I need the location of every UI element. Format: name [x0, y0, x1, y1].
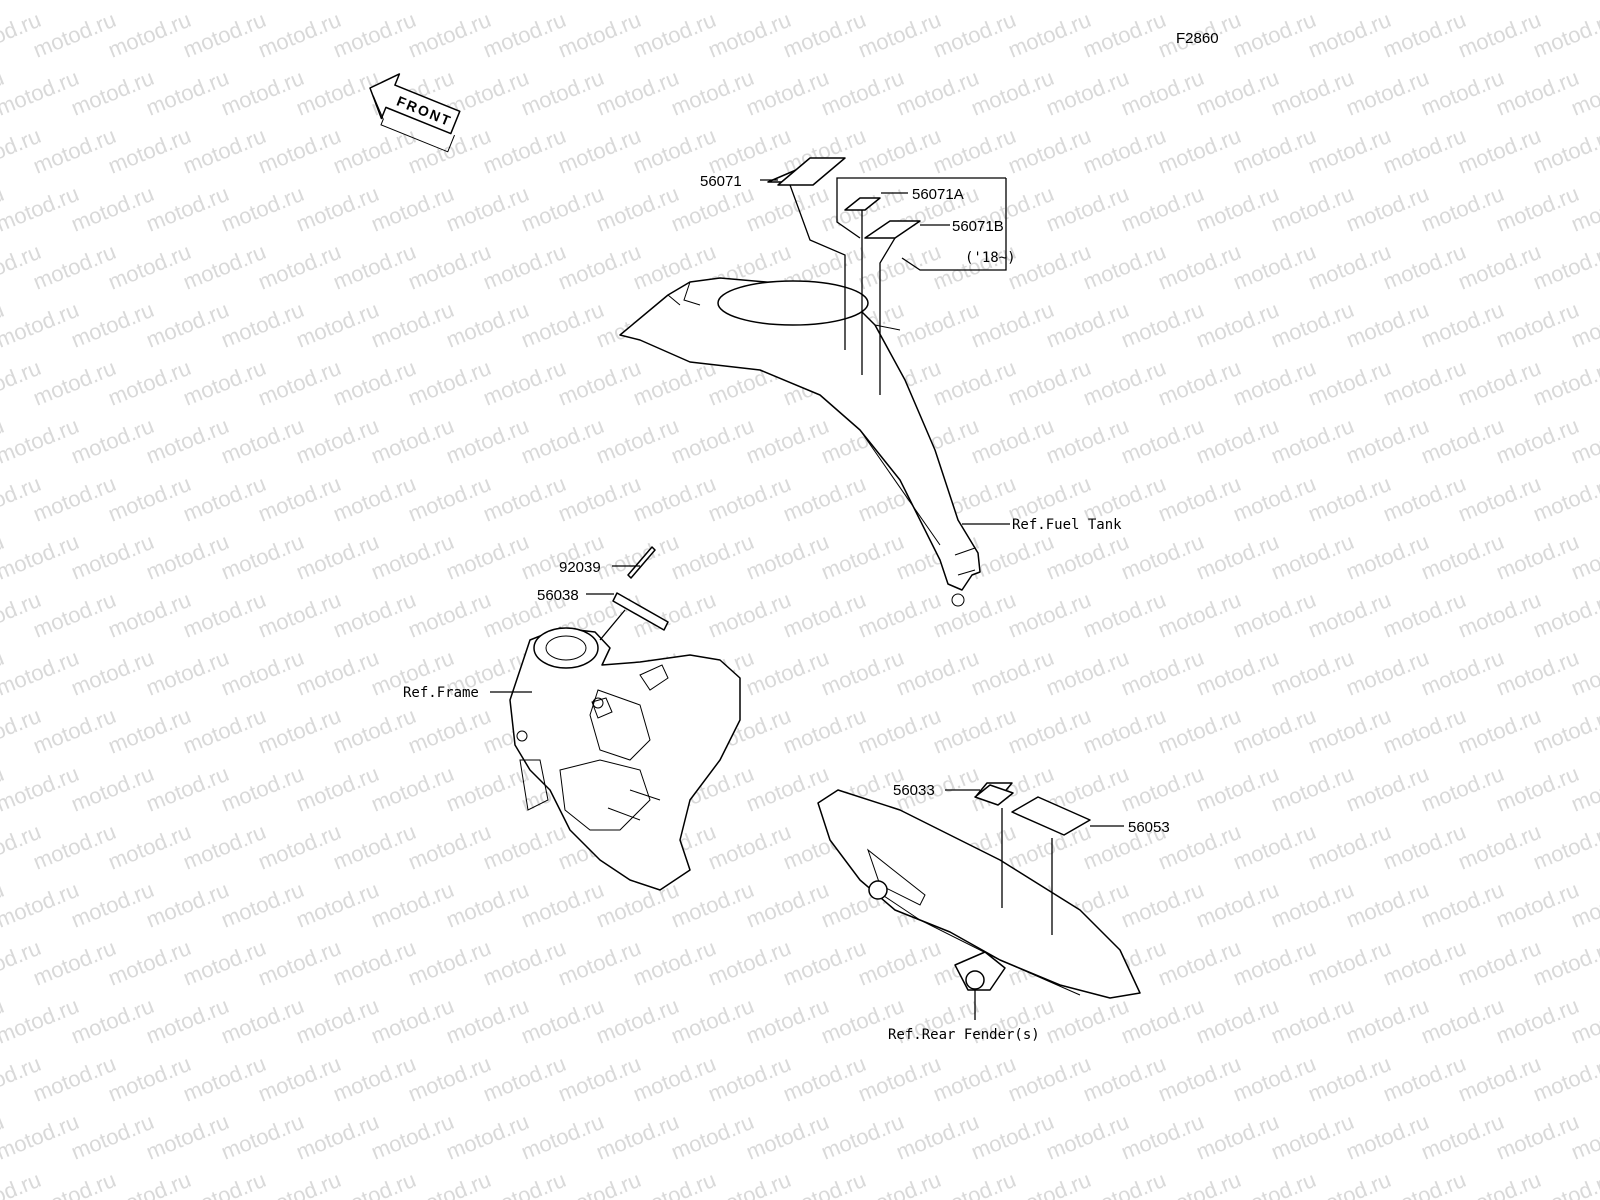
ref-rear-fender: Ref.Rear Fender(s)	[888, 1027, 1040, 1043]
leader-56038	[586, 593, 626, 641]
part-number-56071A: 56071A	[912, 186, 964, 203]
label-56038	[612, 592, 669, 631]
band-92039	[627, 546, 656, 579]
part-number-56038: 56038	[537, 587, 579, 604]
leader-56071B	[879, 224, 950, 395]
part-number-56071: 56071	[700, 173, 742, 190]
decal-56071B	[864, 220, 921, 239]
decal-56033	[974, 782, 1014, 806]
frame	[509, 627, 741, 891]
ref-frame: Ref.Frame	[403, 685, 479, 701]
chain-cover	[817, 789, 1141, 999]
figure-code: F2860	[1176, 30, 1219, 47]
leader-56033	[945, 789, 1003, 908]
ref-fuel-tank: Ref.Fuel Tank	[1012, 517, 1122, 533]
decal-56071A	[844, 197, 881, 211]
part-number-56033: 56033	[893, 782, 935, 799]
leader-56071A	[861, 192, 908, 375]
part-number-92039: 92039	[559, 559, 601, 576]
year-range-note: ('18~)	[965, 250, 1016, 266]
leader-56053	[1051, 825, 1124, 935]
decal-56071	[767, 157, 846, 186]
fuel-tank-cover	[619, 277, 981, 607]
front-arrow-icon: FRONT	[369, 73, 461, 153]
bracket-box	[836, 177, 1007, 271]
decal-56053	[1011, 796, 1091, 836]
part-number-56071B: 56071B	[952, 218, 1004, 235]
part-number-56053: 56053	[1128, 819, 1170, 836]
